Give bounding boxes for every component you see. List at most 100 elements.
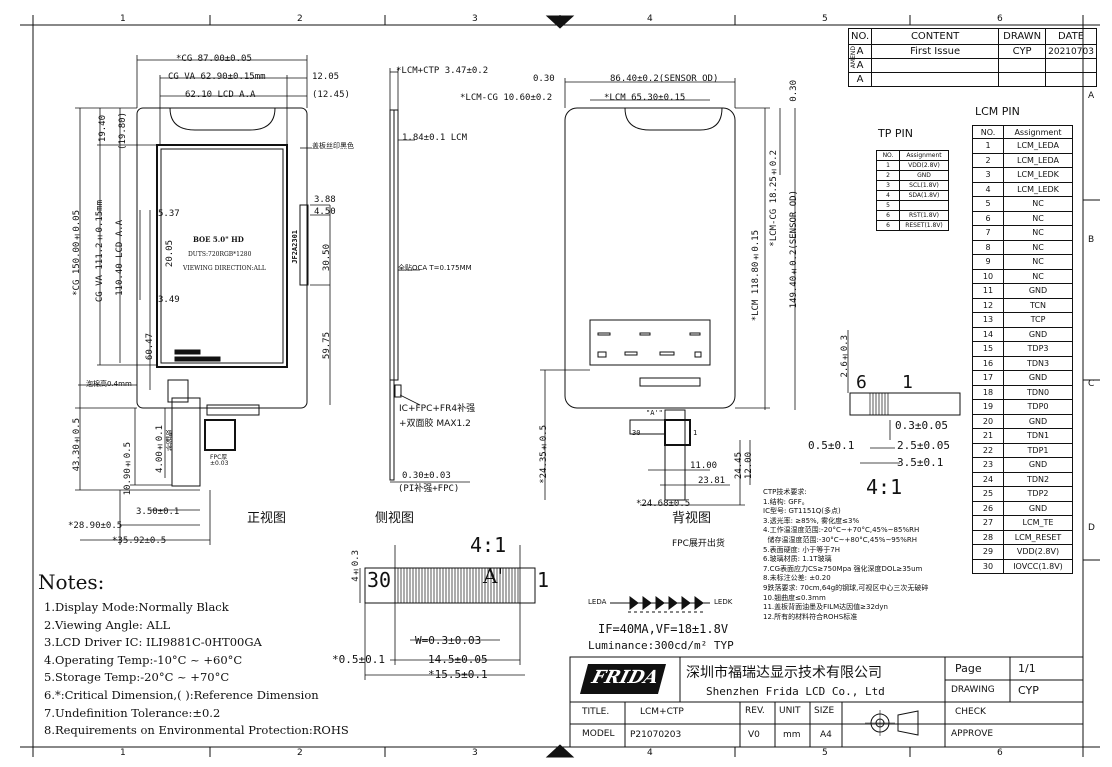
ctp-spec-line: 8.未标注公差: ±0.20 xyxy=(763,574,831,583)
lcm-pin-name: TDN2 xyxy=(1003,471,1073,487)
lcm-pin-name: GND xyxy=(1003,370,1073,386)
ctp-spec-line: 5.表面硬度: 小于等于7H xyxy=(763,545,840,554)
title-label: TITLE. xyxy=(582,707,610,717)
lcm-pin-no: 8 xyxy=(972,239,1004,255)
tp-pin-no: 4 xyxy=(876,190,900,201)
lcm-pin-no: 28 xyxy=(972,529,1004,545)
col-label-3: 3 xyxy=(472,14,478,24)
detail-a-marker: "A'" xyxy=(646,409,663,417)
tp-pin-name: SCL(1.8V) xyxy=(899,180,949,191)
front-view-outline xyxy=(136,107,309,487)
dim-43-30: 43.30±0.5 xyxy=(72,418,82,472)
dim-lcm-ctp: *LCM+CTP 3.47±0.2 xyxy=(396,66,489,76)
tp-pin-no: 3 xyxy=(876,180,900,191)
dim-24-68: *24.68±0.5 xyxy=(636,499,691,509)
tp-pin-title: TP PIN xyxy=(878,127,913,140)
ctp-spec-block: CTP技术要求: 1.结构: GFF。IC型号: GT1151Q(多点)3.透光… xyxy=(763,488,928,622)
dim-19-80: (19.80) xyxy=(118,112,128,150)
note-item: 4.Operating Temp:-10°C ~ +60°C xyxy=(44,652,243,667)
col-label-2: 2 xyxy=(297,14,303,24)
drawing-value: CYP xyxy=(1018,684,1039,697)
note-item: 2.Viewing Angle: ALL xyxy=(44,617,171,632)
col-label-3-bottom: 3 xyxy=(472,748,478,758)
detail-bottom-scale: 4:1 xyxy=(470,533,507,557)
dim-0-30-right: 0.30 xyxy=(789,80,799,102)
dim-20-05: 20.05 xyxy=(165,240,175,268)
lcm-pin-no: 10 xyxy=(972,268,1004,284)
dim-10-90: 10.90±0.5 xyxy=(123,442,133,496)
panel-text-1: BOE 5.0" HD xyxy=(193,235,244,244)
front-view-dims xyxy=(75,55,331,545)
col-label-6-bottom: 6 xyxy=(997,748,1003,758)
led-anode-label: LEDA xyxy=(588,598,607,606)
back-view-dims xyxy=(540,78,796,506)
ctp-spec-line: 12.所有的材料符合ROHS标准 xyxy=(763,612,858,621)
row-label-C: C xyxy=(1088,379,1095,389)
lcm-pin-no: 16 xyxy=(972,355,1004,371)
dim-24-35: *24.35±0.5 xyxy=(539,425,549,484)
back-view-outline xyxy=(564,107,736,501)
lcm-pin-no: 30 xyxy=(972,558,1004,574)
tp-pin-no: 2 xyxy=(876,170,900,181)
rev-side-label: AMEND xyxy=(850,46,857,69)
col-label-6: 6 xyxy=(997,14,1003,24)
dim-11-00: 11.00 xyxy=(690,461,718,471)
note-item: 1.Display Mode:Normally Black xyxy=(44,600,229,614)
ctp-spec-line: 4.工作温湿度范围:-20°C~+70°C,45%~85%RH xyxy=(763,526,920,535)
unit-label: UNIT xyxy=(779,706,801,716)
lcm-pin-name: LCM_TE xyxy=(1003,515,1073,531)
led-if-vf: IF=40MA,VF=18±1.8V xyxy=(598,622,729,636)
row-label-A: A xyxy=(1088,91,1095,101)
dim-cg-va: CG VA 62.90±0.15mm xyxy=(168,72,266,82)
dim-4-50: 4.50 xyxy=(314,207,336,217)
detail-bottom-dim-15-5: *15.5±0.1 xyxy=(428,668,488,681)
detail-pin-6: 6 xyxy=(856,372,867,393)
tp-pin-name: VDD(2.8V) xyxy=(899,160,949,171)
note-item: 3.LCD Driver IC: ILI9881C-0HT00GA xyxy=(44,635,262,650)
col-label-5: 5 xyxy=(822,14,828,24)
rev-label: REV. xyxy=(745,706,765,716)
lcm-pin-name: NC xyxy=(1003,239,1073,255)
lcm-pin-name: NC xyxy=(1003,196,1073,212)
dim-lcm-cg: *LCM-CG 10.60±0.2 xyxy=(460,93,553,103)
row-label-D: D xyxy=(1088,523,1095,533)
rev-row-date: 20210703 xyxy=(1045,44,1097,59)
dim-3-50: 3.50±0.1 xyxy=(136,507,180,517)
lcm-pin-name: LCM_LEDK xyxy=(1003,181,1073,197)
top-center-mark xyxy=(545,15,575,29)
lcm-pin-name: TDN3 xyxy=(1003,355,1073,371)
projection-symbol xyxy=(865,710,919,736)
company-name-en: Shenzhen Frida LCD Co., Ltd xyxy=(706,685,885,698)
detail-dim-0-5: 0.5±0.1 xyxy=(808,439,855,452)
tp-h-assignment: Assignment xyxy=(899,150,949,161)
size-value: A4 xyxy=(820,730,832,740)
lcm-pin-no: 7 xyxy=(972,225,1004,241)
rev-row-drawn: CYP xyxy=(998,44,1047,59)
dim-sensor-height: 149.40±0.2(SENSOR OD) xyxy=(789,190,799,309)
stiffener-note: 补强板 xyxy=(165,430,173,451)
dim-lcm-1-84: 1.84±0.1 LCM xyxy=(402,133,468,143)
dim-lcm-height: *LCM 118.80±0.15 xyxy=(751,230,761,322)
lcm-pin-no: 26 xyxy=(972,500,1004,516)
dim-59-75: 59.75 xyxy=(322,332,332,360)
dim-12-05: 12.05 xyxy=(312,72,340,82)
lcm-h-no: NO. xyxy=(972,125,1004,139)
dim-23-81: 23.81 xyxy=(698,476,726,486)
notes-title: Notes: xyxy=(38,570,105,594)
note-item: 6.*:Critical Dimension,( ):Reference Dim… xyxy=(44,687,319,702)
tp-pin-no: 6 xyxy=(876,210,900,221)
lcm-pin-no: 12 xyxy=(972,297,1004,313)
rev-h-no: NO. xyxy=(847,28,873,45)
dim-19-40: 19.40 xyxy=(98,115,108,143)
fpc-pin-30: 30 xyxy=(632,429,641,437)
